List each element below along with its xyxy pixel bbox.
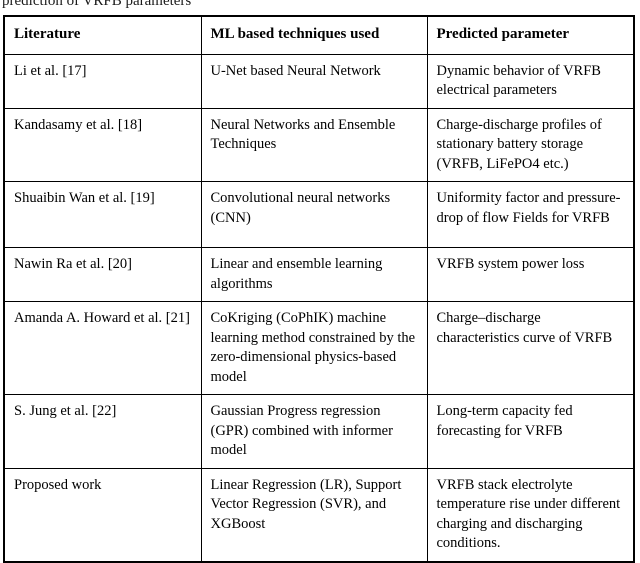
cell-technique: Linear Regression (LR), Support Vector R…	[200, 467, 428, 562]
cell-technique: Neural Networks and Ensemble Techniques	[200, 107, 428, 182]
cell-literature: Li et al. [17]	[3, 53, 202, 109]
table-row: Nawin Ra et al. [20] Linear and ensemble…	[3, 247, 635, 302]
literature-comparison-table: Literature ML based techniques used Pred…	[3, 15, 635, 563]
cell-parameter: Uniformity factor and pressure-drop of f…	[426, 181, 635, 248]
cell-literature: Nawin Ra et al. [20]	[3, 247, 202, 302]
cell-literature: Proposed work	[3, 467, 202, 562]
table-row: S. Jung et al. [22] Gaussian Progress re…	[3, 394, 635, 469]
table-caption-clipped: prediction of VRFB parameters	[0, 0, 640, 13]
table-row: Li et al. [17] U-Net based Neural Networ…	[3, 53, 635, 109]
column-header-technique: ML based techniques used	[200, 15, 428, 55]
cell-technique: Linear and ensemble learning algorithms	[200, 247, 428, 302]
cell-technique: Convolutional neural networks (CNN)	[200, 181, 428, 248]
table-caption-text: prediction of VRFB parameters	[2, 0, 192, 9]
cell-literature: Kandasamy et al. [18]	[3, 107, 202, 182]
table-body: Li et al. [17] U-Net based Neural Networ…	[3, 53, 635, 562]
cell-literature: Amanda A. Howard et al. [21]	[3, 301, 202, 395]
table-header: Literature ML based techniques used Pred…	[3, 15, 635, 55]
cell-parameter: Charge-discharge profiles of stationary …	[426, 107, 635, 182]
table-container: Literature ML based techniques used Pred…	[3, 15, 635, 563]
cell-parameter: Dynamic behavior of VRFB electrical para…	[426, 53, 635, 109]
table-row: Kandasamy et al. [18] Neural Networks an…	[3, 107, 635, 182]
cell-parameter: VRFB system power loss	[426, 247, 635, 302]
table-row: Amanda A. Howard et al. [21] CoKriging (…	[3, 301, 635, 395]
table-row: Proposed work Linear Regression (LR), Su…	[3, 467, 635, 562]
cell-parameter: VRFB stack electrolyte temperature rise …	[426, 467, 635, 562]
cell-technique: U-Net based Neural Network	[200, 53, 428, 109]
cell-technique: Gaussian Progress regression (GPR) combi…	[200, 394, 428, 469]
cell-technique: CoKriging (CoPhIK) machine learning meth…	[200, 301, 428, 395]
cell-literature: S. Jung et al. [22]	[3, 394, 202, 469]
column-header-literature: Literature	[3, 15, 202, 55]
cell-parameter: Charge–discharge characteristics curve o…	[426, 301, 635, 395]
column-header-parameter: Predicted parameter	[426, 15, 635, 55]
cell-parameter: Long-term capacity fed forecasting for V…	[426, 394, 635, 469]
table-header-row: Literature ML based techniques used Pred…	[3, 15, 635, 55]
table-row: Shuaibin Wan et al. [19] Convolutional n…	[3, 181, 635, 248]
cell-literature: Shuaibin Wan et al. [19]	[3, 181, 202, 248]
